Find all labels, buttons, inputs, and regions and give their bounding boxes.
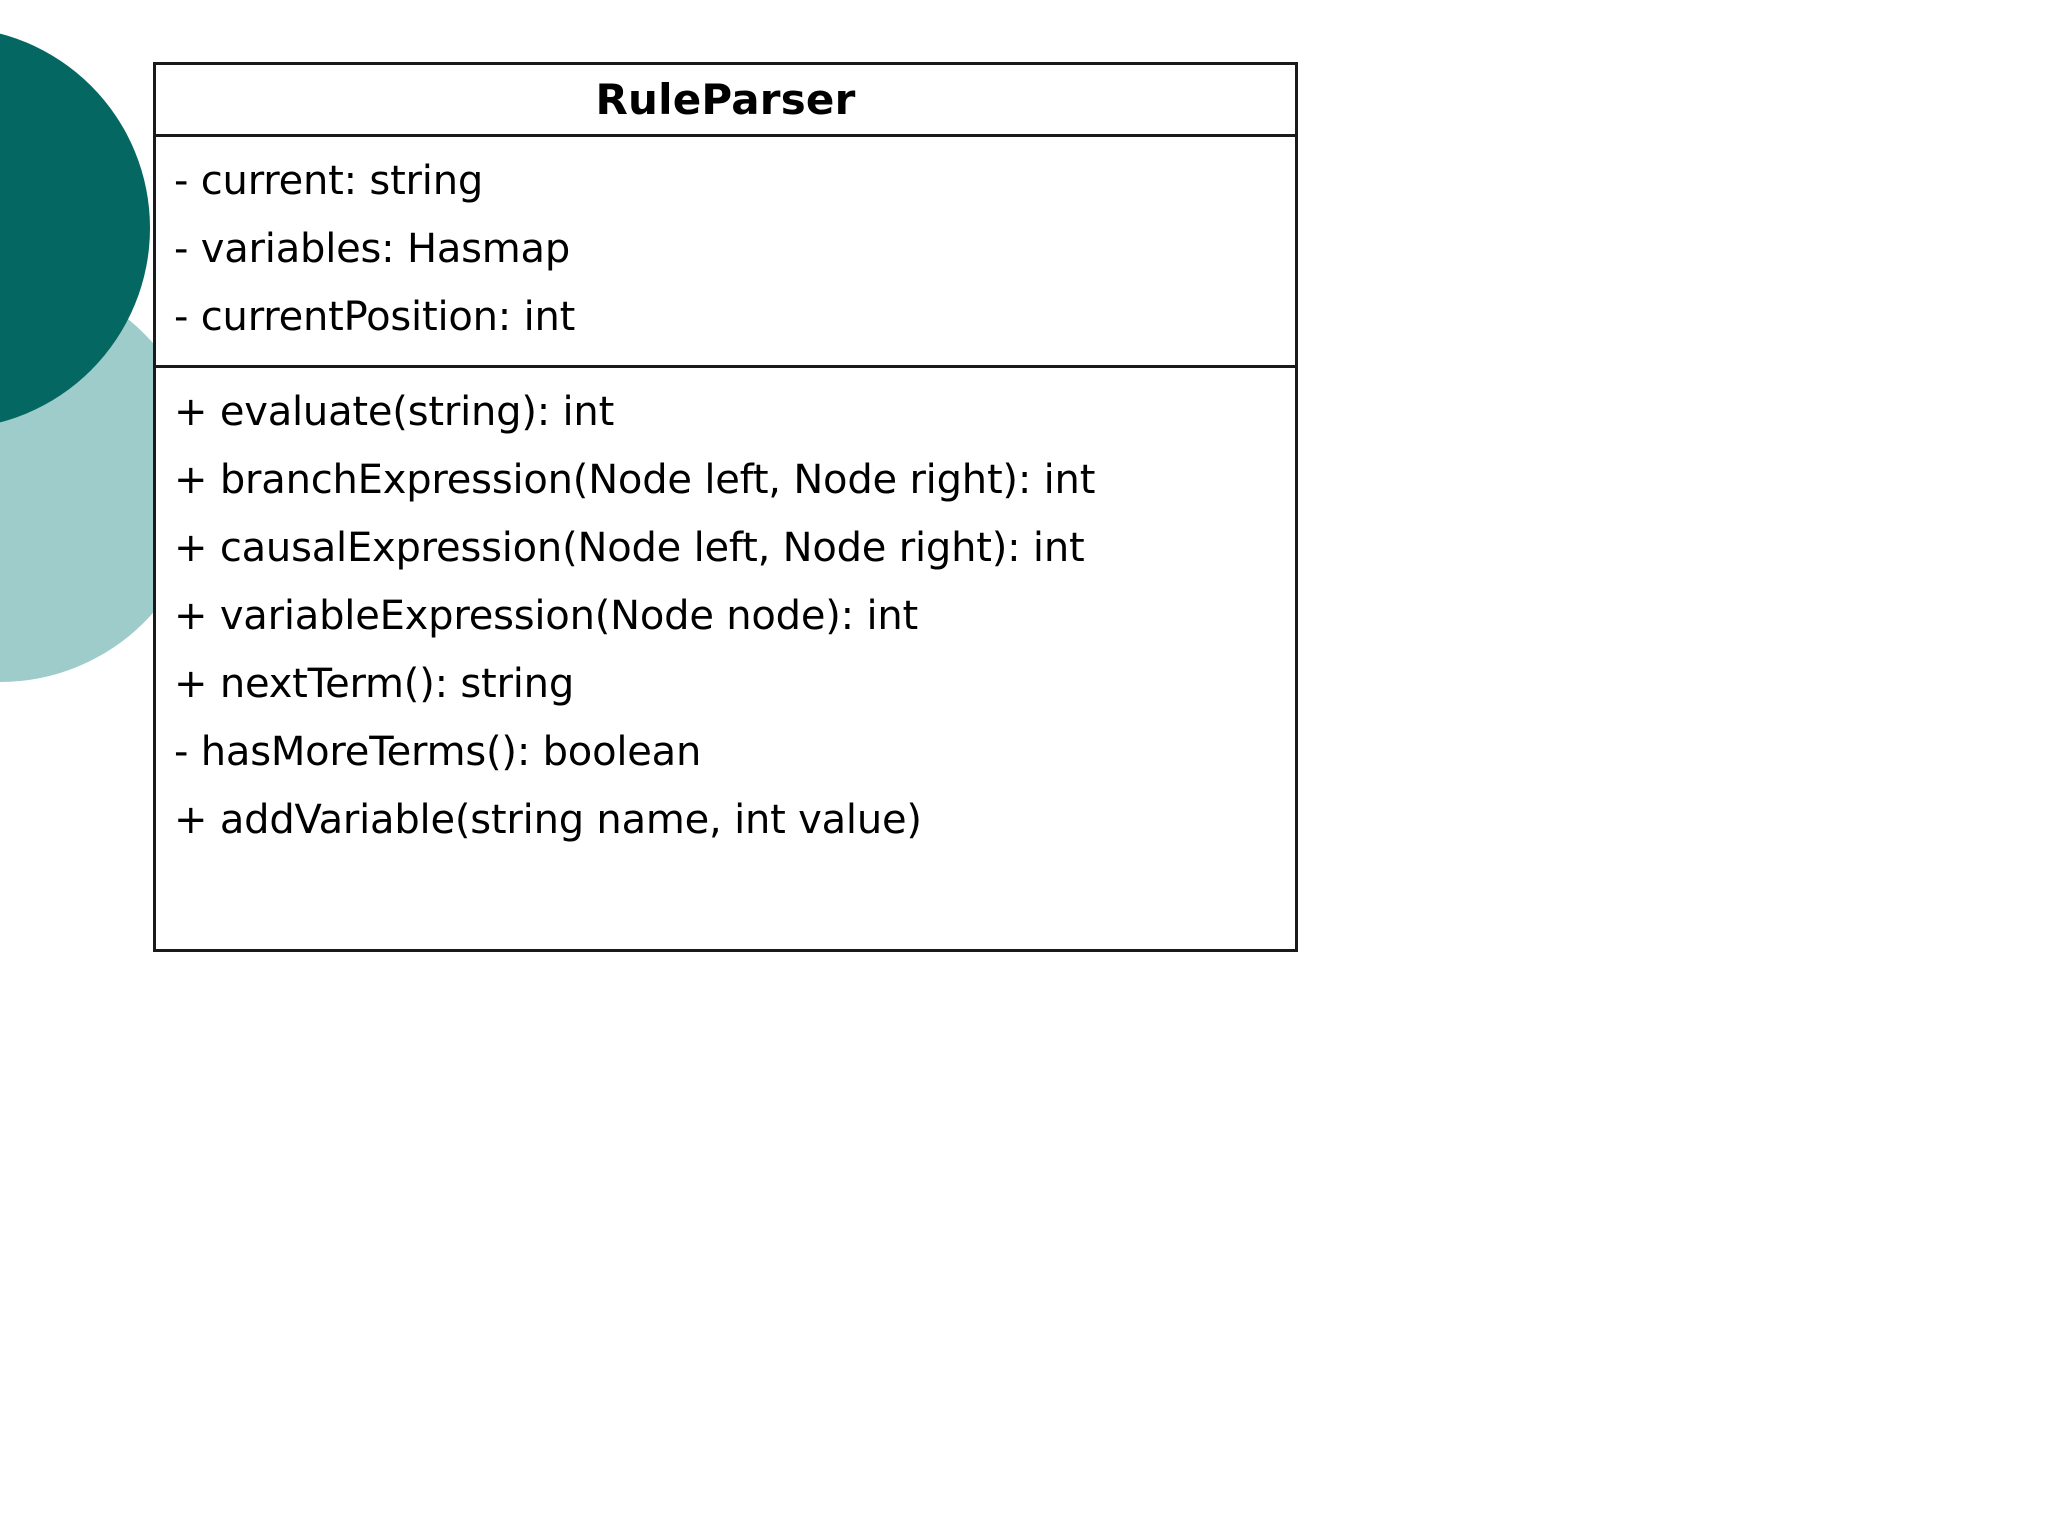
attributes-compartment: - current: string - variables: Hasmap - … <box>156 137 1295 368</box>
method-row: + addVariable(string name, int value) <box>174 797 922 843</box>
attribute-row: - variables: Hasmap <box>174 226 571 272</box>
method-row: + causalExpression(Node left, Node right… <box>174 525 1085 571</box>
attribute-row: - currentPosition: int <box>174 294 576 340</box>
method-row: + variableExpression(Node node): int <box>174 593 919 639</box>
attribute-row: - current: string <box>174 158 484 204</box>
class-name-label: RuleParser <box>595 75 856 124</box>
uml-class-box: RuleParser - current: string - variables… <box>153 62 1298 952</box>
method-row: + nextTerm(): string <box>174 661 575 707</box>
method-row: - hasMoreTerms(): boolean <box>174 729 702 775</box>
method-row: + branchExpression(Node left, Node right… <box>174 457 1096 503</box>
methods-compartment: + evaluate(string): int + branchExpressi… <box>156 368 1295 949</box>
decorative-circle-dark <box>0 27 150 429</box>
method-row: + evaluate(string): int <box>174 389 615 435</box>
class-name-compartment: RuleParser <box>156 65 1295 137</box>
